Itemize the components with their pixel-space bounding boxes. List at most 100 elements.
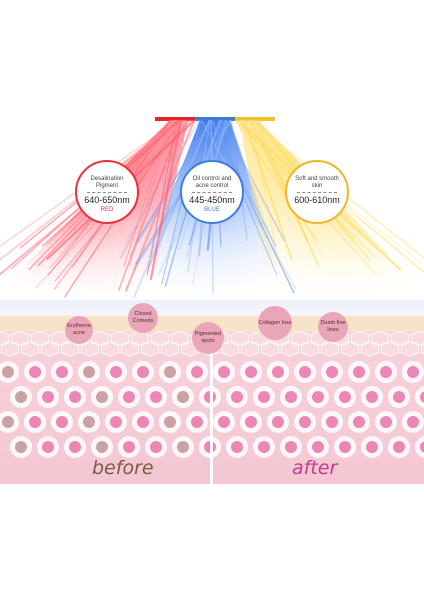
blue-light-bar	[195, 117, 235, 121]
red-divider	[87, 192, 127, 193]
condition-bubble-5: Dumb fine lines	[318, 312, 348, 342]
epidermis-hex	[60, 341, 80, 357]
cell-nucleus	[285, 391, 297, 403]
cell-nucleus	[150, 391, 162, 403]
epidermis-cells	[0, 330, 424, 357]
epidermis-hex	[100, 341, 120, 357]
epidermis-hex	[320, 341, 340, 357]
blue-wavelength-badge: Oil control and acne control 445-450nm B…	[180, 160, 244, 224]
skin-cell	[415, 436, 424, 458]
epidermis-hex	[140, 341, 160, 357]
cell-nucleus	[339, 391, 351, 403]
damaged-cell-nucleus	[15, 391, 27, 403]
damaged-cell-nucleus	[96, 441, 108, 453]
skin-cross-section: Erythema acne Closed Comedo Pigmented sp…	[0, 300, 424, 484]
cell-nucleus	[407, 416, 419, 428]
damaged-cell-nucleus	[83, 366, 95, 378]
epidermis-hex	[10, 330, 30, 346]
cell-nucleus	[56, 366, 68, 378]
yellow-wavelength-range: 600-610nm	[294, 195, 340, 205]
cell-nucleus	[42, 391, 54, 403]
epidermis-hex	[390, 330, 410, 346]
cell-nucleus	[326, 366, 338, 378]
cell-nucleus	[69, 441, 81, 453]
cell-nucleus	[299, 366, 311, 378]
cell-nucleus	[353, 416, 365, 428]
light-ray	[237, 120, 273, 264]
light-ray	[229, 120, 277, 254]
epidermis-hex	[300, 341, 320, 357]
cell-nucleus	[110, 366, 122, 378]
damaged-cell-nucleus	[177, 391, 189, 403]
damaged-cell-nucleus	[96, 391, 108, 403]
epidermis-hex	[130, 330, 150, 346]
cell-nucleus	[69, 391, 81, 403]
cell-nucleus	[353, 366, 365, 378]
damaged-cell-nucleus	[15, 441, 27, 453]
cell-nucleus	[258, 441, 270, 453]
red-wavelength-range: 640-650nm	[84, 195, 130, 205]
blue-wavelength-range: 445-450nm	[189, 195, 235, 205]
red-description: Desalination Pigment	[90, 176, 124, 189]
cell-nucleus	[137, 416, 149, 428]
cell-nucleus	[191, 416, 203, 428]
damaged-cell-nucleus	[2, 416, 14, 428]
surface-air	[0, 300, 424, 316]
cell-nucleus	[366, 391, 378, 403]
cell-nucleus	[191, 366, 203, 378]
damaged-cell-nucleus	[164, 366, 176, 378]
damaged-cell-nucleus	[177, 441, 189, 453]
cell-nucleus	[245, 366, 257, 378]
light-ray	[210, 120, 277, 247]
yellow-divider	[297, 192, 337, 193]
cell-nucleus	[218, 416, 230, 428]
cell-nucleus	[42, 441, 54, 453]
cell-nucleus	[420, 391, 424, 403]
cell-nucleus	[312, 441, 324, 453]
epidermis-hex	[360, 341, 380, 357]
cell-nucleus	[339, 441, 351, 453]
cell-nucleus	[110, 416, 122, 428]
light-ray	[117, 120, 183, 292]
cell-nucleus	[393, 391, 405, 403]
epidermis-hex	[340, 341, 360, 357]
epidermis-hex	[260, 341, 280, 357]
skin-layers	[0, 300, 424, 484]
cell-nucleus	[231, 391, 243, 403]
light-ray	[119, 120, 192, 259]
cell-nucleus	[272, 416, 284, 428]
epidermis-hex	[170, 330, 190, 346]
light-ray	[146, 120, 178, 276]
epidermis-hex	[400, 341, 420, 357]
skin-cells	[0, 361, 424, 458]
epidermis-hex	[30, 330, 50, 346]
light-ray	[220, 120, 286, 242]
cell-nucleus	[56, 416, 68, 428]
epidermis-hex	[230, 330, 250, 346]
red-wavelength-badge: Desalination Pigment 640-650nm RED	[75, 160, 139, 224]
damaged-cell-nucleus	[83, 416, 95, 428]
condition-bubble-3: Pigmented spots	[192, 322, 224, 354]
epidermis-hex	[110, 330, 130, 346]
epidermis-hex	[420, 343, 424, 355]
cell-nucleus	[380, 416, 392, 428]
after-label: after	[292, 457, 338, 479]
epidermis-hex	[80, 341, 100, 357]
blue-divider	[192, 192, 232, 193]
yellow-wavelength-badge: Soft and smooth skin 600-610nm	[285, 160, 349, 224]
cell-nucleus	[231, 441, 243, 453]
epidermis-hex	[120, 341, 140, 357]
light-ray	[210, 120, 278, 276]
yellow-light-bar	[235, 117, 275, 121]
cell-nucleus	[29, 366, 41, 378]
cell-nucleus	[366, 441, 378, 453]
light-ray	[132, 120, 211, 299]
epidermis-hex	[20, 341, 40, 357]
cell-nucleus	[299, 416, 311, 428]
cell-nucleus	[258, 391, 270, 403]
before-after-divider	[210, 350, 213, 484]
light-ray	[250, 120, 280, 265]
cell-nucleus	[420, 441, 424, 453]
epidermis-hex	[160, 341, 180, 357]
cell-nucleus	[312, 391, 324, 403]
